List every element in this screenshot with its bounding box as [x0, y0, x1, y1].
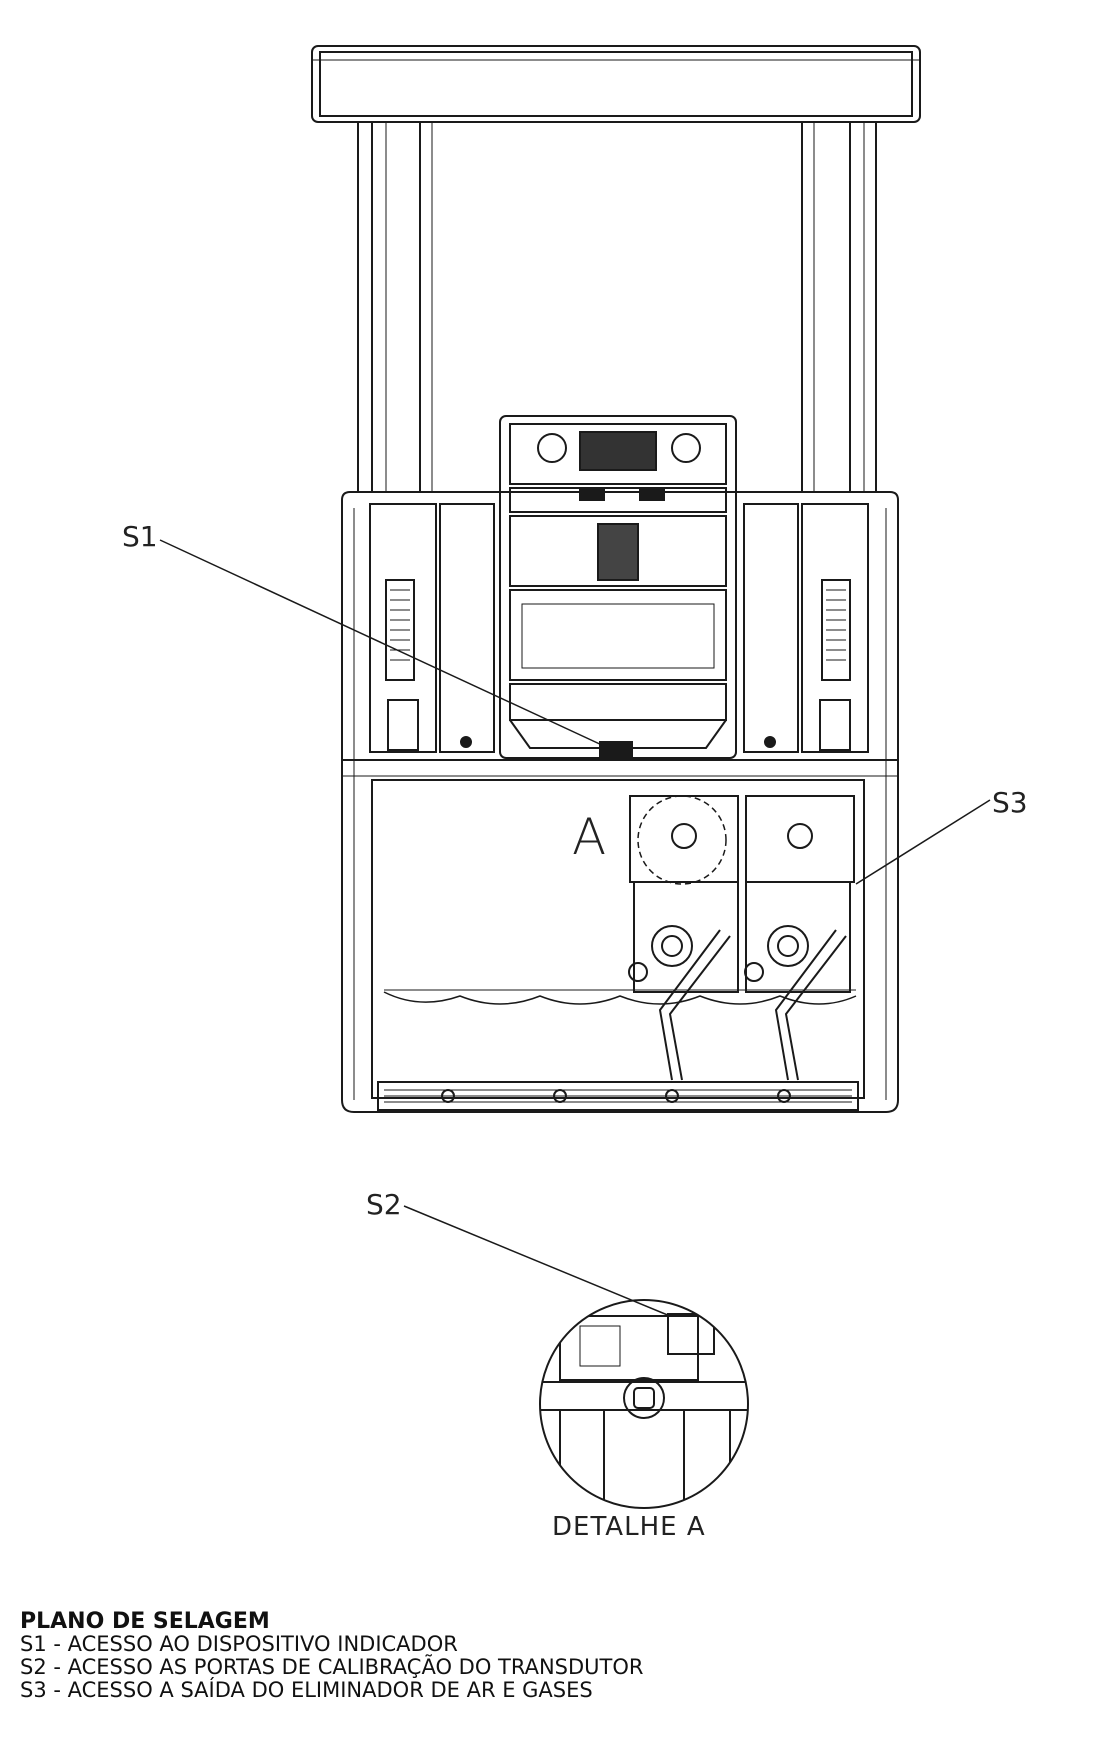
dispenser-body: [341, 491, 899, 1113]
canopy: [311, 45, 921, 123]
hydraulic-compartment: [371, 779, 865, 1099]
leader-s3: [855, 799, 991, 885]
legend-item-s2: S2 - ACESSO AS PORTAS DE CALIBRAÇÃO DO T…: [20, 1655, 644, 1679]
legend-item-s3: S3 - ACESSO A SAÍDA DO ELIMINADOR DE AR …: [20, 1678, 593, 1702]
display-head: [499, 415, 737, 759]
legend-item-s1: S1 - ACESSO AO DISPOSITIVO INDICADOR: [20, 1632, 458, 1656]
detail-a-marker: A: [572, 808, 607, 866]
leader-s2: [403, 1205, 671, 1317]
right-column: [801, 122, 877, 492]
callout-s3: S3: [992, 786, 1028, 819]
callout-s1: S1: [122, 520, 158, 553]
detail-a-view: [539, 1299, 749, 1509]
left-column: [357, 122, 433, 492]
sealing-plan-legend: PLANO DE SELAGEM S1 - ACESSO AO DISPOSIT…: [20, 1610, 644, 1702]
callout-s2: S2: [366, 1188, 402, 1221]
legend-title: PLANO DE SELAGEM: [20, 1609, 270, 1634]
base-grille: [377, 1081, 859, 1111]
leader-s1: [159, 539, 605, 747]
detail-caption: DETALHE A: [552, 1512, 706, 1542]
